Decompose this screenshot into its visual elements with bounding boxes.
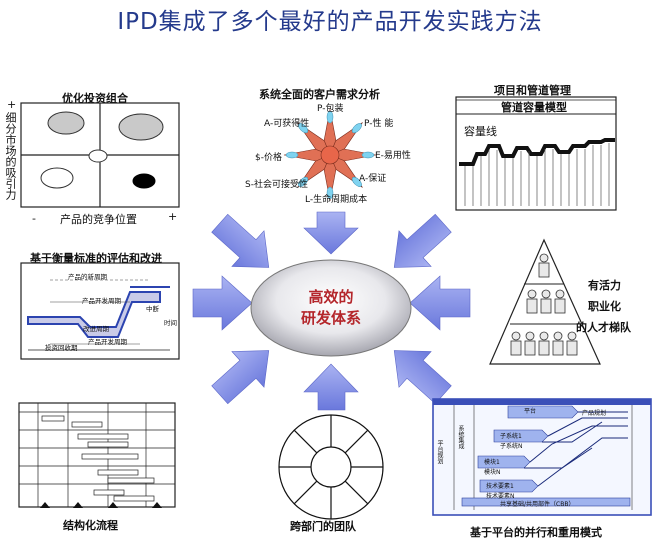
platform-chart	[432, 398, 652, 516]
platform-stream-7: 技术要素N	[486, 493, 515, 500]
platform-stream-2: 子系统1	[500, 433, 522, 440]
platform-stream-1: 产品规划	[582, 410, 607, 417]
page-title: IPD集成了多个最好的产品开发实践方法	[117, 9, 543, 35]
platform-title: 基于平台的并行和重用模式	[470, 526, 602, 539]
team-title: 跨部门的团队	[290, 520, 356, 533]
center-line2: 研发体系	[300, 309, 361, 327]
arrow-top	[303, 211, 359, 255]
portfolio-y-axis: 细分市场的吸引力	[4, 112, 17, 200]
pipeline-chart	[455, 96, 617, 211]
evaluation-note-5: 投资回收期	[45, 344, 78, 352]
demand-item-6: $-价格	[255, 153, 282, 163]
portfolio-minus: -	[32, 212, 36, 225]
center-ellipse	[250, 259, 412, 357]
demand-item-0: P-包装	[317, 104, 344, 114]
demand-item-1: P-性 能	[364, 119, 394, 129]
arrow-bottom-left	[211, 350, 270, 405]
talent-line1: 有活力	[588, 279, 621, 292]
demand-item-7: A-可获得性	[264, 119, 310, 129]
evaluation-chart	[20, 262, 180, 360]
demand-item-4: L-生命周期成本	[305, 195, 368, 205]
pipeline-title: 项目和管道管理	[494, 84, 571, 97]
arrow-left	[192, 275, 253, 331]
platform-side-1: 系统集成	[457, 425, 464, 449]
structured-title: 结构化流程	[63, 519, 118, 532]
pipeline-capacity-label: 容量线	[464, 125, 497, 138]
portfolio-plus: +	[7, 98, 17, 111]
portfolio-title: 优化投资组合	[62, 92, 128, 105]
talent-pyramid	[489, 238, 601, 365]
arrow-top-right	[393, 213, 452, 268]
evaluation-title: 基于衡量标准的评估和改进	[30, 252, 162, 265]
team-wheel	[278, 414, 384, 520]
arrow-bottom	[303, 363, 359, 411]
evaluation-note-3: 中断	[146, 305, 159, 313]
demand-item-2: E-易用性	[375, 151, 411, 161]
demand-star	[283, 108, 377, 202]
demand-item-3: A-保证	[359, 174, 387, 184]
platform-stream-4: 模块1	[484, 459, 500, 466]
pipeline-subtitle: 管道容量模型	[501, 101, 567, 114]
portfolio-matrix	[20, 102, 180, 208]
portfolio-x-axis: 产品的竞争位置	[60, 213, 137, 226]
evaluation-note-6: 时间	[164, 319, 177, 327]
platform-stream-0: 平台	[524, 408, 537, 415]
platform-stream-3: 子系统N	[500, 443, 523, 450]
arrow-bottom-right	[393, 350, 452, 405]
platform-footer: 共享基础/共用部件（CBB）	[500, 501, 575, 508]
platform-side-0: 平台规划	[436, 440, 443, 464]
portfolio-x-plus: +	[168, 210, 178, 223]
center-line1: 高效的	[308, 288, 354, 306]
arrow-right	[409, 275, 471, 331]
structured-process-chart	[18, 402, 176, 508]
evaluation-note-0: 产品的新周期	[68, 273, 107, 281]
evaluation-note-2: 改进周期	[83, 325, 109, 333]
platform-stream-6: 技术要素1	[486, 483, 514, 490]
demand-item-5: S-社会可接受性	[245, 180, 308, 190]
evaluation-note-4: 产品开发周期	[88, 338, 127, 346]
talent-line2: 职业化	[588, 300, 621, 313]
demand-title: 系统全面的客户需求分析	[259, 88, 380, 101]
arrow-top-left	[211, 213, 270, 268]
evaluation-note-1: 产品开发周期	[82, 297, 121, 305]
platform-stream-5: 模块N	[484, 469, 501, 476]
talent-line3: 的人才梯队	[576, 321, 631, 334]
